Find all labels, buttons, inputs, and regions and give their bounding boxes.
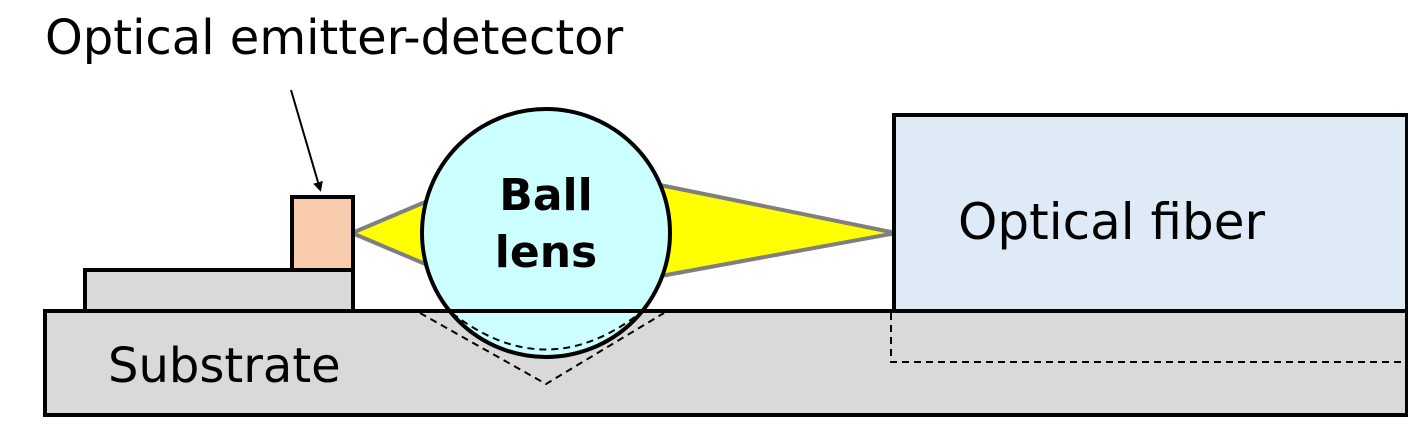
ball-lens-label-line2: lens (495, 227, 597, 278)
optical-fiber-label: Optical fiber (958, 193, 1265, 251)
ball-lens (420, 107, 672, 359)
optical-fiber (892, 113, 1408, 313)
emitter-detector-chip (290, 195, 355, 272)
light-beam-right (648, 181, 898, 280)
emitter-pointer-arrow (290, 89, 323, 192)
ball-lens-hidden-arc-dashed (451, 312, 641, 351)
ball-lens-label-line1: Ball (499, 170, 592, 221)
fiber-groove-dashed (890, 313, 1405, 363)
emitter-detector-label: Optical emitter-detector (45, 10, 624, 66)
light-beam-left (350, 198, 432, 268)
emitter-mount (83, 268, 355, 313)
substrate-label: Substrate (108, 338, 341, 394)
v-groove-dashed (419, 312, 665, 386)
